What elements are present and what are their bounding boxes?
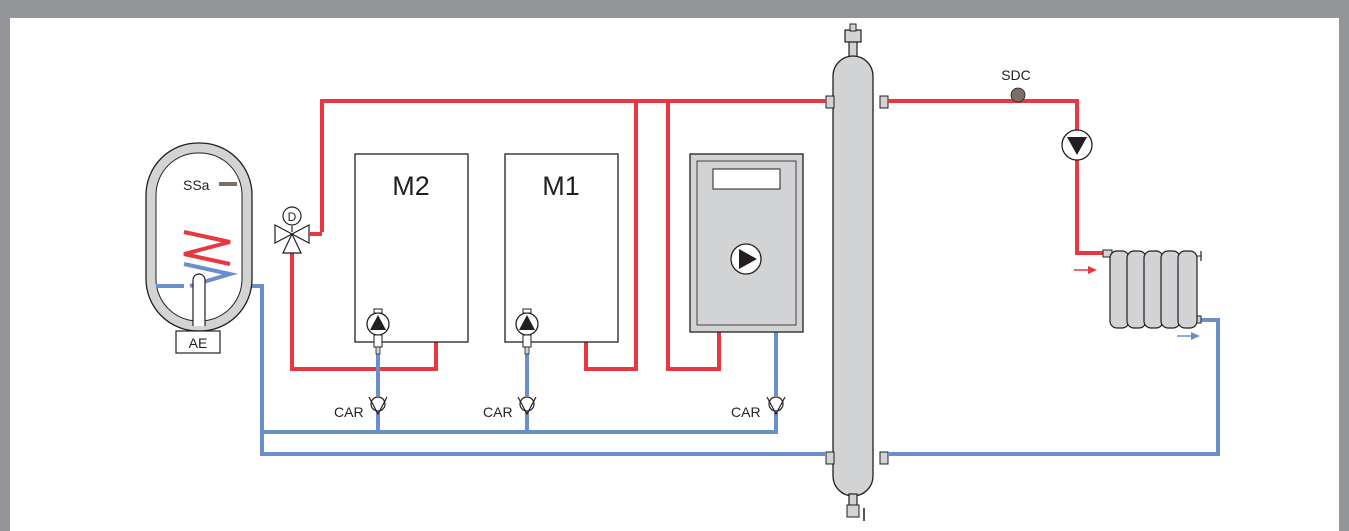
check-valve-icon: [368, 396, 388, 416]
check-valve-icon: [766, 396, 786, 416]
check-valve-label-3: CAR: [731, 404, 761, 420]
boiler-m2: [354, 153, 469, 355]
cold-pipes: [183, 262, 1220, 456]
diverter-valve-icon: [274, 206, 322, 254]
diverter-valve-label: D: [288, 210, 297, 224]
boiler-m2-label: M2: [392, 171, 430, 201]
check-valve-label-1: CAR: [334, 404, 364, 420]
tank-auxiliary-label: AE: [189, 335, 208, 351]
tank-sensor-label: SSa: [183, 177, 210, 193]
heat-generator-unit: [689, 153, 804, 333]
circulation-pump-icon: [1061, 129, 1093, 161]
check-valve-label-2: CAR: [483, 404, 513, 420]
supply-arrow-icon: [1074, 266, 1097, 274]
boiler-m1: [504, 153, 619, 355]
check-valve-icon: [517, 396, 537, 416]
boiler-m1-label: M1: [542, 171, 580, 201]
hot-pipes: [183, 99, 1104, 371]
radiator-icon: [1102, 249, 1202, 329]
return-arrow-icon: [1177, 332, 1200, 340]
flow-sensor-label: SDC: [1001, 67, 1031, 83]
hot-water-tank: [145, 142, 253, 354]
flow-sensor-icon: [1010, 87, 1026, 103]
